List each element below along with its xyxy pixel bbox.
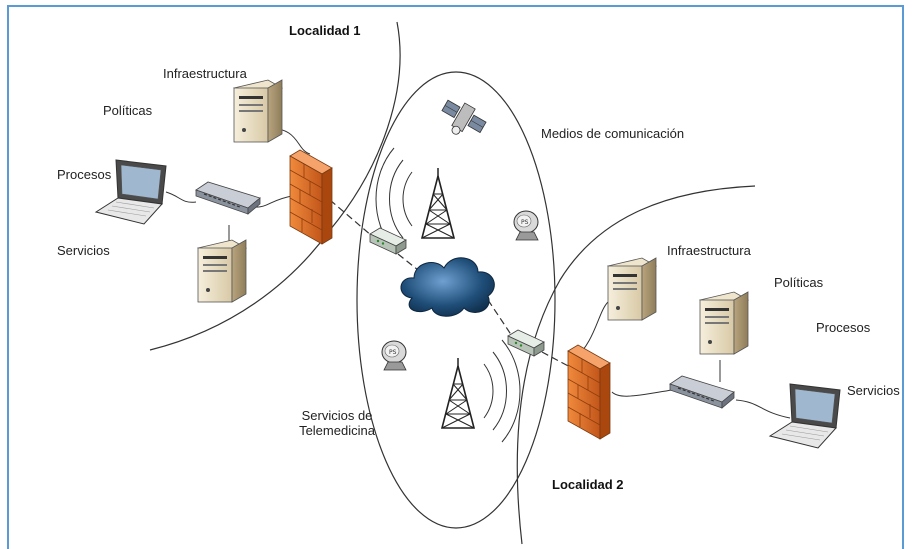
antenna-tower-icon bbox=[421, 167, 455, 239]
server-icon bbox=[233, 79, 283, 143]
locality2-boundary bbox=[516, 185, 756, 545]
modem-icon bbox=[507, 329, 545, 357]
locality2-infraestructura-label: Infraestructura bbox=[667, 243, 751, 258]
locality2-procesos-label: Procesos bbox=[816, 320, 871, 335]
locality1-procesos-label: Procesos bbox=[57, 167, 112, 182]
telemedicina-line2: Telemedicina bbox=[299, 423, 375, 438]
satellite-dish-icon bbox=[513, 210, 539, 241]
locality1-politicas-label: Políticas bbox=[103, 103, 153, 118]
locality1-infraestructura-label: Infraestructura bbox=[163, 66, 247, 81]
server-icon bbox=[699, 291, 749, 355]
cloud-icon bbox=[400, 257, 495, 317]
firewall-icon bbox=[567, 344, 611, 440]
wireless-signals bbox=[375, 147, 521, 443]
firewall-icon bbox=[289, 149, 333, 245]
locality2-servicios-label: Servicios bbox=[847, 383, 900, 398]
server-icon bbox=[607, 257, 657, 321]
locality1-servicios-label: Servicios bbox=[57, 243, 110, 258]
locality1-title: Localidad 1 bbox=[289, 23, 361, 38]
locality1-cables bbox=[165, 127, 311, 242]
modem-icon bbox=[369, 227, 407, 255]
server-icon bbox=[197, 239, 247, 303]
medios-label: Medios de comunicación bbox=[541, 126, 685, 141]
locality2-title: Localidad 2 bbox=[552, 477, 624, 492]
locality2-politicas-label: Políticas bbox=[774, 275, 824, 290]
telemedicina-label: Servicios de Telemedicina bbox=[292, 408, 382, 438]
wan-links bbox=[329, 199, 573, 369]
satellite-icon bbox=[441, 99, 487, 135]
satellite-dish-icon bbox=[381, 340, 407, 371]
antenna-tower-icon bbox=[441, 357, 475, 429]
communication-media-ellipse bbox=[356, 71, 556, 529]
telemedicina-line1: Servicios de bbox=[301, 408, 373, 423]
switch-icon bbox=[195, 181, 261, 215]
switch-icon bbox=[669, 375, 735, 409]
